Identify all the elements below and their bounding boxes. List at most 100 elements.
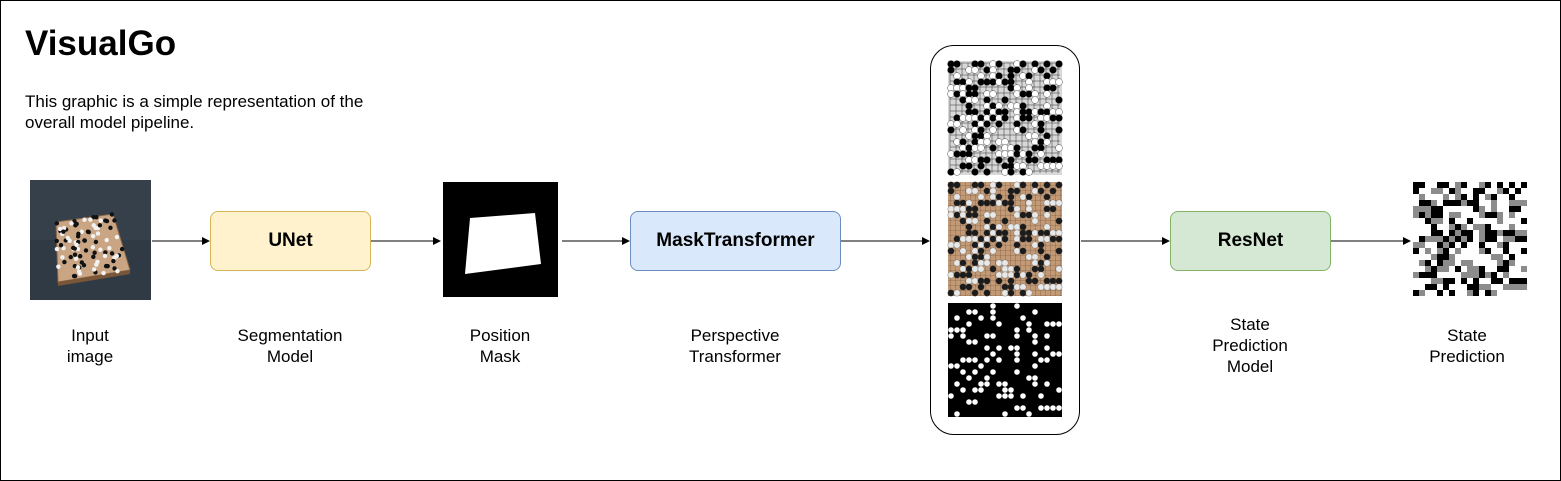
prediction-cell: [1509, 236, 1515, 242]
prediction-cell: [1419, 194, 1425, 200]
diagram-title: VisualGo: [25, 24, 177, 63]
prediction-cell: [1515, 206, 1521, 212]
prediction-cell: [1413, 242, 1419, 248]
prediction-cell: [1497, 284, 1503, 290]
prediction-cell: [1497, 194, 1503, 200]
prediction-cell: [1455, 290, 1461, 296]
prediction-cell: [1455, 188, 1461, 194]
prediction-cell: [1413, 230, 1419, 236]
label-line: Model: [266, 347, 314, 366]
prediction-cell: [1521, 290, 1527, 296]
prediction-cell: [1503, 236, 1509, 242]
prediction-cell: [1467, 200, 1473, 206]
unet-node[interactable]: UNet: [210, 211, 371, 271]
prediction-cell: [1497, 254, 1503, 260]
prediction-cell: [1473, 242, 1479, 248]
prediction-cell: [1479, 218, 1485, 224]
prediction-cell: [1479, 272, 1485, 278]
prediction-cell: [1497, 212, 1503, 218]
resnet-node[interactable]: ResNet: [1170, 211, 1331, 271]
prediction-cell: [1425, 194, 1431, 200]
prediction-cell: [1515, 272, 1521, 278]
prediction-cell: [1413, 194, 1419, 200]
prediction-cell: [1479, 260, 1485, 266]
prediction-cell: [1449, 278, 1455, 284]
prediction-cell: [1491, 284, 1497, 290]
prediction-cell: [1515, 248, 1521, 254]
prediction-cell: [1437, 284, 1443, 290]
prediction-cell: [1467, 224, 1473, 230]
prediction-cell: [1425, 218, 1431, 224]
prediction-cell: [1479, 290, 1485, 296]
prediction-cell: [1461, 194, 1467, 200]
prediction-cell: [1509, 284, 1515, 290]
prediction-cell: [1509, 200, 1515, 206]
label-line: Perspective: [690, 326, 780, 345]
prediction-cell: [1467, 194, 1473, 200]
prediction-cell: [1443, 206, 1449, 212]
prediction-cell: [1461, 230, 1467, 236]
prediction-cell: [1509, 290, 1515, 296]
prediction-cell: [1497, 242, 1503, 248]
segmentation-model-label: Segmentation Model: [220, 325, 360, 367]
prediction-cell: [1455, 266, 1461, 272]
prediction-cell: [1443, 236, 1449, 242]
prediction-cell: [1479, 182, 1485, 188]
prediction-cell: [1479, 284, 1485, 290]
prediction-cell: [1479, 194, 1485, 200]
prediction-cell: [1473, 206, 1479, 212]
prediction-cell: [1467, 272, 1473, 278]
prediction-cell: [1503, 182, 1509, 188]
prediction-cell: [1413, 278, 1419, 284]
prediction-cell: [1419, 290, 1425, 296]
prediction-cell: [1491, 212, 1497, 218]
prediction-cell: [1443, 230, 1449, 236]
prediction-cell: [1479, 200, 1485, 206]
prediction-cell: [1425, 290, 1431, 296]
prediction-cell: [1473, 194, 1479, 200]
prediction-cell: [1473, 230, 1479, 236]
mask-transformer-node[interactable]: MaskTransformer: [630, 211, 841, 271]
prediction-cell: [1473, 236, 1479, 242]
prediction-cell: [1461, 254, 1467, 260]
prediction-cell: [1419, 224, 1425, 230]
prediction-cell: [1509, 194, 1515, 200]
prediction-cell: [1509, 254, 1515, 260]
label-line: Input: [71, 326, 109, 345]
prediction-cell: [1431, 266, 1437, 272]
prediction-cell: [1479, 236, 1485, 242]
label-line: Position: [469, 326, 531, 345]
prediction-cell: [1461, 236, 1467, 242]
prediction-cell: [1521, 224, 1527, 230]
prediction-cell: [1443, 182, 1449, 188]
prediction-cell: [1425, 260, 1431, 266]
label-line: State: [1447, 326, 1487, 345]
prediction-cell: [1485, 260, 1491, 266]
prediction-cell: [1413, 272, 1419, 278]
prediction-cell: [1437, 248, 1443, 254]
prediction-cell: [1419, 230, 1425, 236]
state-prediction-grid: [1413, 182, 1527, 296]
prediction-cell: [1413, 218, 1419, 224]
prediction-cell: [1509, 260, 1515, 266]
prediction-cell: [1473, 278, 1479, 284]
prediction-cell: [1449, 182, 1455, 188]
prediction-cell: [1455, 248, 1461, 254]
prediction-cell: [1449, 230, 1455, 236]
prediction-cell: [1515, 290, 1521, 296]
prediction-cell: [1515, 254, 1521, 260]
prediction-cell: [1485, 218, 1491, 224]
prediction-cell: [1479, 242, 1485, 248]
prediction-cell: [1437, 224, 1443, 230]
prediction-cell: [1419, 206, 1425, 212]
prediction-cell: [1515, 236, 1521, 242]
prediction-cell: [1443, 260, 1449, 266]
prediction-cell: [1437, 266, 1443, 272]
prediction-cell: [1491, 254, 1497, 260]
prediction-cell: [1431, 182, 1437, 188]
prediction-cell: [1509, 218, 1515, 224]
prediction-cell: [1437, 242, 1443, 248]
prediction-cell: [1455, 194, 1461, 200]
prediction-cell: [1425, 278, 1431, 284]
prediction-cell: [1521, 248, 1527, 254]
